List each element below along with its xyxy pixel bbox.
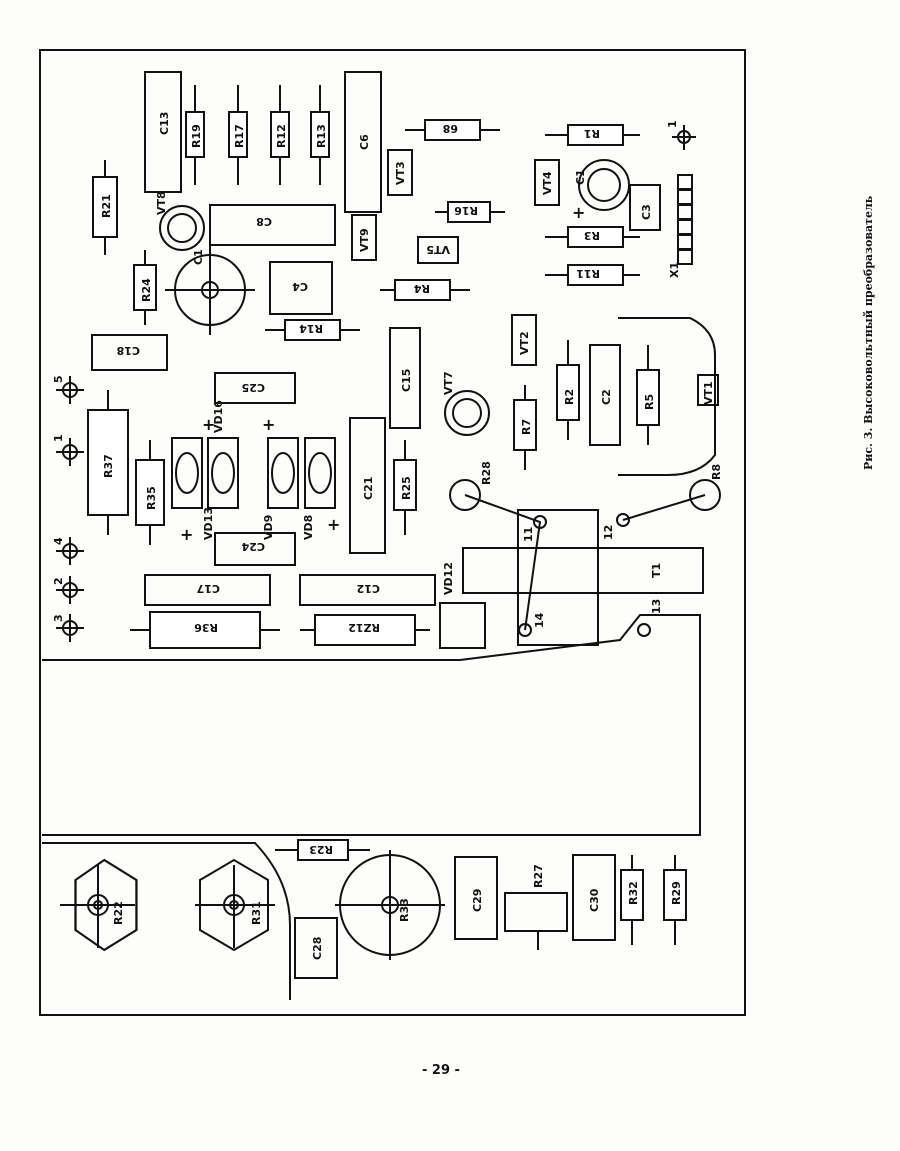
label-c8: C8: [256, 215, 272, 228]
label-c29: C29: [471, 889, 484, 912]
label-r23: R23: [309, 843, 333, 856]
label-vt1: VT1: [702, 381, 715, 405]
label-c30: C30: [588, 888, 601, 912]
label-pin-5: 5: [52, 375, 65, 383]
label-c1-right: C1: [574, 169, 587, 185]
label-plus-1: +: [202, 415, 215, 434]
figure-caption: Рис. 3. Высоковольтный преобразователь: [862, 195, 875, 470]
label-r19: R19: [190, 124, 203, 148]
label-r31: R31: [250, 901, 263, 925]
label-vt7: VT7: [442, 371, 455, 395]
heatsink-outline: [42, 614, 701, 836]
label-c15: C15: [400, 369, 413, 392]
label-r2: R2: [563, 389, 576, 405]
label-c28: C28: [311, 937, 324, 960]
label-vd9: VD9: [262, 515, 275, 540]
label-pin-4: 4: [52, 537, 65, 545]
label-r36: R36: [194, 621, 218, 634]
label-c13: C13: [158, 112, 171, 135]
label-plus-4: +: [327, 515, 340, 534]
label-r35: R35: [145, 486, 158, 510]
label-c3: C3: [640, 204, 653, 220]
label-r17: R17: [233, 124, 246, 148]
label-vd8: VD8: [302, 515, 315, 540]
label-c18: C18: [117, 344, 140, 357]
label-c25: C25: [242, 381, 265, 394]
label-c4: C4: [292, 280, 308, 293]
transistor-vt8: [159, 205, 205, 251]
label-c24: C24: [241, 540, 265, 553]
label-c12: C12: [357, 582, 380, 595]
transistor-vt7: [444, 390, 490, 436]
label-plus-2: +: [262, 415, 275, 434]
label-c17: C17: [197, 582, 220, 595]
page-number: - 29 -: [422, 1063, 460, 1078]
label-r13: R13: [315, 124, 328, 148]
label-pin-11: 11: [522, 527, 535, 542]
label-c6: C6: [358, 134, 371, 150]
label-pin-3: 3: [52, 614, 65, 622]
label-plus-5: +: [572, 203, 585, 222]
label-vd16: VD16: [212, 400, 225, 433]
label-pin-1: 1: [52, 434, 65, 442]
label-vt5: VT5: [426, 243, 450, 256]
label-pin-2: 2: [52, 577, 65, 585]
label-pin-14: 14: [533, 612, 546, 628]
label-c2: C2: [600, 389, 613, 405]
transformer-t1: [462, 547, 704, 594]
label-r21: R21: [100, 194, 113, 218]
label-r29: R29: [670, 881, 683, 905]
label-vd12: VD12: [442, 562, 455, 595]
label-r24: R24: [140, 278, 153, 302]
label-r37: R37: [102, 454, 115, 478]
label-r8: R8: [710, 464, 723, 480]
label-r7: R7: [520, 419, 533, 435]
label-r33: R33: [398, 898, 411, 922]
label-x1: X1: [668, 262, 681, 278]
label-vt9: VT9: [358, 228, 371, 252]
label-vd13: VD13: [202, 507, 215, 540]
label-r32: R32: [627, 881, 640, 905]
label-pin-13: 13: [650, 599, 663, 614]
diode-bridge: [171, 437, 336, 509]
label-r3: R3: [584, 229, 600, 242]
label-vt3: VT3: [394, 161, 407, 185]
label-r11: R11: [576, 267, 600, 280]
label-r28: R28: [480, 461, 493, 485]
label-r14: R14: [299, 322, 323, 335]
label-vt8: VT8: [155, 191, 168, 215]
label-c21: C21: [362, 477, 375, 500]
label-r1: R1: [584, 127, 600, 140]
label-r12: R12: [275, 124, 288, 148]
label-pin-12: 12: [602, 525, 615, 540]
capacitor-c6: [344, 71, 382, 213]
label-r5: R5: [643, 394, 656, 410]
label-r25: R25: [400, 476, 413, 500]
lower-region-outline: [42, 842, 291, 1000]
label-c1-left: C1: [192, 249, 205, 265]
label-rz12: RZ12: [348, 621, 380, 634]
label-vt2: VT2: [518, 331, 531, 355]
label-r16: R16: [454, 204, 478, 217]
board-outline: [39, 49, 746, 1016]
capacitor-c13: [144, 71, 182, 193]
label-r22: R22: [112, 901, 125, 925]
label-r4: R4: [414, 282, 430, 295]
left-pins: [56, 376, 84, 642]
label-t1: T1: [650, 563, 663, 578]
label-plus-3: +: [180, 525, 193, 544]
label-vt4: VT4: [541, 171, 554, 195]
connector-x1: [677, 174, 693, 265]
label-68: 68: [443, 122, 458, 135]
label-pin-1-top: 1: [666, 120, 679, 128]
label-r27: R27: [532, 864, 545, 888]
